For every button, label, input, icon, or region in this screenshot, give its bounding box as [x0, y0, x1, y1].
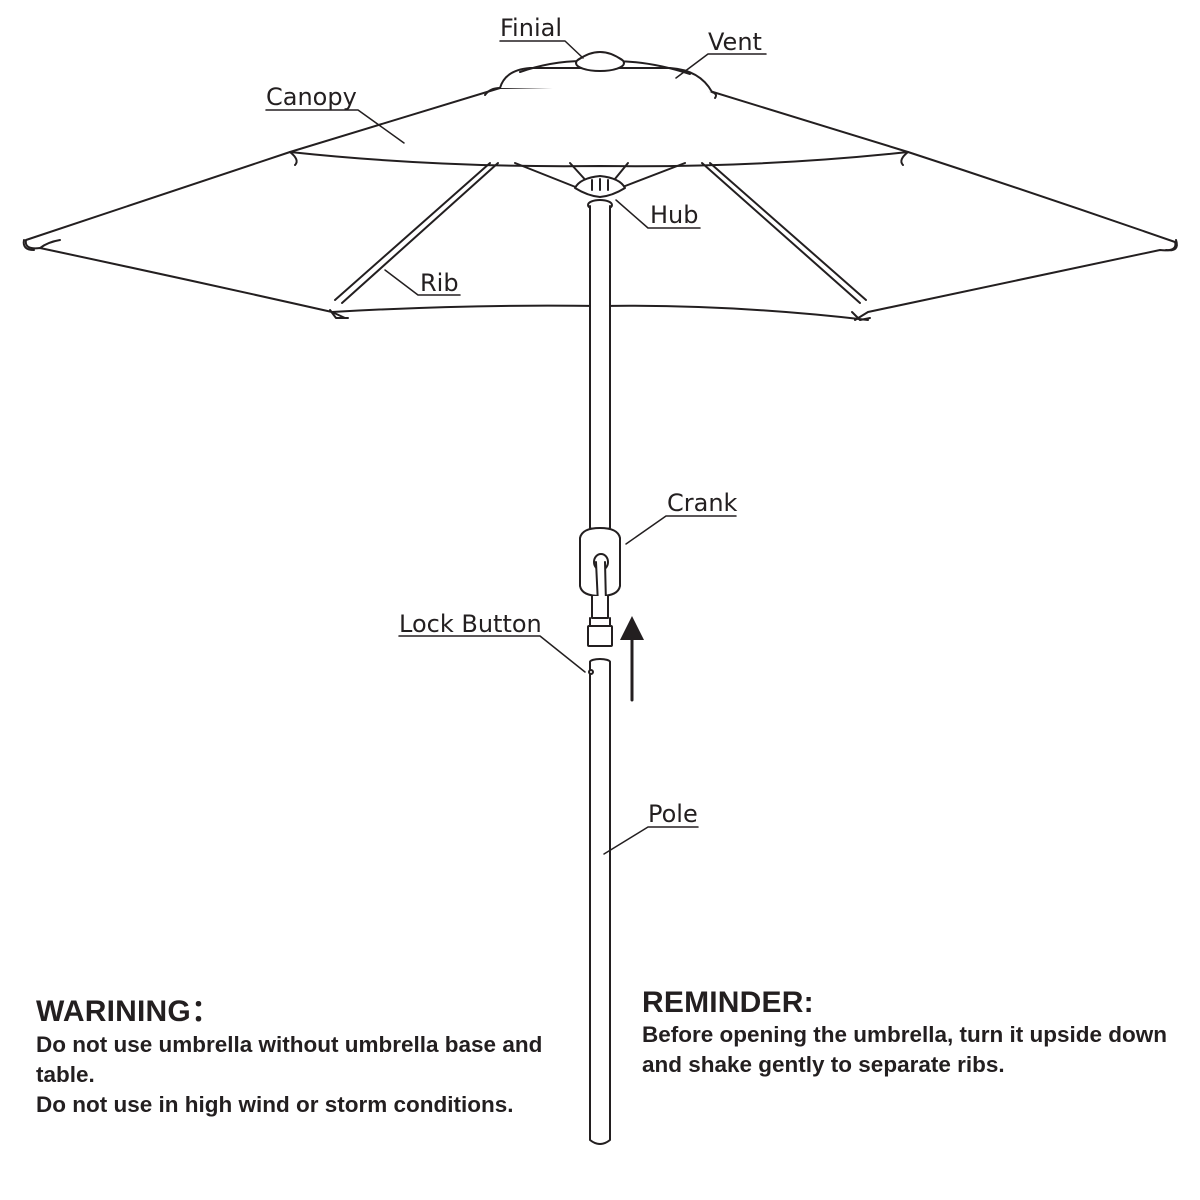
lock-button-label: Lock Button: [399, 610, 542, 638]
rib-leader: [384, 269, 461, 296]
canopy: [22, 87, 1178, 321]
vent-leader: [675, 53, 767, 79]
lock-button-leader: [398, 635, 586, 673]
warning-line-1: Do not use umbrella without umbrella bas…: [36, 1032, 543, 1087]
reminder-line-1: Before opening the umbrella, turn it ups…: [642, 1022, 1168, 1077]
warning-title-suffix: ：: [190, 995, 222, 1028]
warning-title: WARINING：: [36, 986, 596, 1030]
lower-pole: [588, 658, 611, 1145]
hub: [574, 175, 626, 211]
finial-label: Finial: [500, 14, 562, 42]
canopy-label: Canopy: [266, 83, 357, 111]
hub-leader: [615, 199, 701, 229]
ribs: [334, 162, 867, 304]
finial-leader: [499, 40, 584, 59]
crank-leader: [625, 515, 737, 545]
crank: [579, 527, 621, 647]
vent-label: Vent: [708, 28, 762, 56]
pole-label: Pole: [648, 800, 698, 828]
upper-pole: [589, 205, 611, 532]
reminder-title: REMINDER:: [642, 986, 814, 1019]
warning-title-text: WARINING: [36, 995, 191, 1028]
reminder-note: REMINDER: Before opening the umbrella, t…: [642, 986, 1182, 1080]
hub-label: Hub: [650, 201, 699, 229]
leader-lines: [265, 40, 767, 855]
warning-note: WARINING： Do not use umbrella without um…: [36, 986, 596, 1120]
canopy-leader: [265, 109, 405, 144]
pole-leader: [603, 826, 699, 855]
crank-label: Crank: [667, 489, 738, 517]
warning-line-2: Do not use in high wind or storm conditi…: [36, 1092, 514, 1117]
finial: [575, 51, 625, 72]
lift-arrow: [620, 616, 644, 702]
rib-label: Rib: [420, 269, 459, 297]
